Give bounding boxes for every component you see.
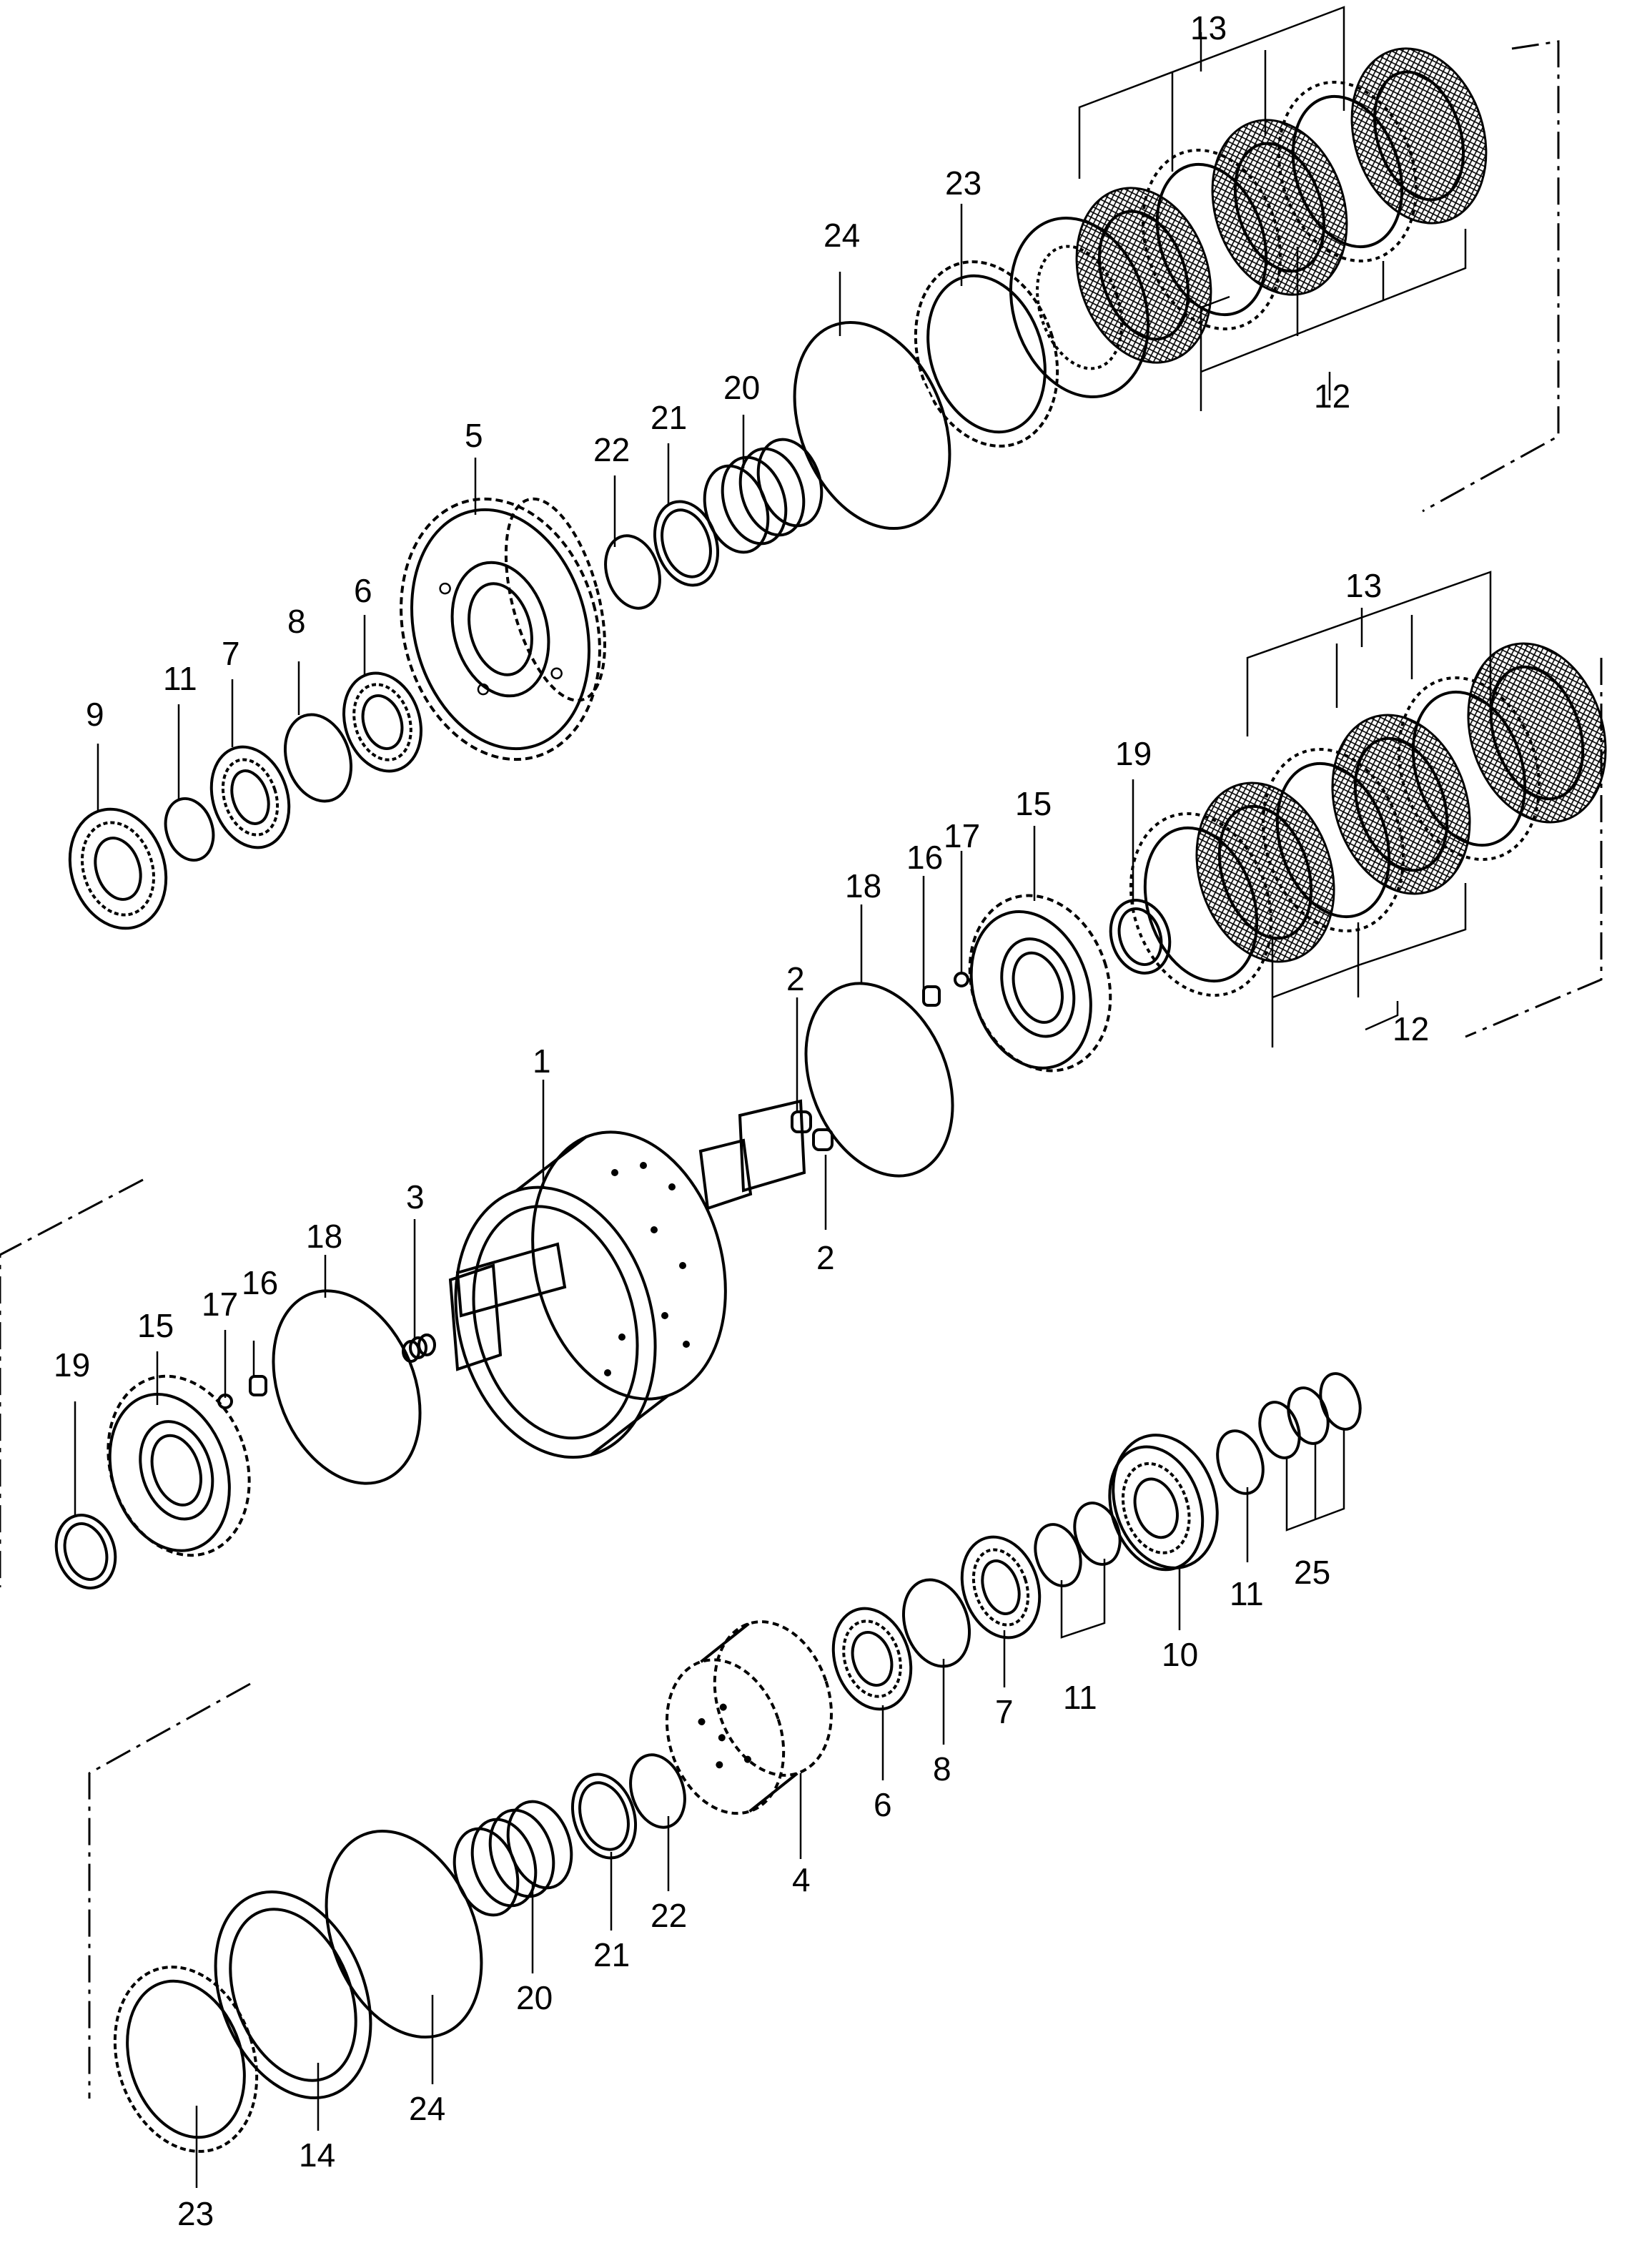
washer-19-middle — [1109, 899, 1172, 975]
callout-11-right: 11 — [1230, 1575, 1264, 1612]
plug-16-middle — [922, 985, 941, 1007]
callout-23-lower: 23 — [177, 2195, 214, 2232]
callout-10: 10 — [1162, 1636, 1198, 1673]
snap-ring-22-upper — [604, 534, 661, 610]
callout-2-lower: 2 — [816, 1239, 835, 1276]
snap-ring-11-right — [1216, 1429, 1265, 1495]
section-line-upper — [1422, 40, 1560, 513]
washer-19-lower — [54, 1514, 117, 1589]
callout-7-lower: 7 — [995, 1693, 1014, 1730]
callout-11-upper: 11 — [163, 660, 197, 697]
callout-22-upper: 22 — [593, 431, 630, 468]
callout-21-upper: 21 — [651, 399, 687, 436]
callout-labels: 13 23 24 20 21 22 5 12 6 8 7 11 9 13 19 … — [54, 9, 1429, 2232]
bearing-7-upper — [209, 745, 291, 849]
callout-24-lower: 24 — [409, 2090, 445, 2127]
callout-19-lower: 19 — [54, 1346, 90, 1384]
callout-18-lower: 18 — [306, 1218, 342, 1255]
plug-2-lower — [812, 1128, 834, 1151]
callout-23-upper: 23 — [945, 164, 981, 202]
bearing-7-lower — [960, 1535, 1042, 1640]
dish-plate-14 — [214, 1890, 372, 2100]
callout-14: 14 — [299, 2136, 335, 2174]
callout-13-middle: 13 — [1345, 567, 1382, 604]
callout-4: 4 — [792, 1861, 811, 1898]
callout-18-upper: 18 — [845, 867, 881, 904]
callout-3: 3 — [406, 1178, 425, 1216]
snap-ring-8-upper — [283, 713, 353, 803]
callout-9: 9 — [86, 696, 104, 733]
bearing-6-upper — [342, 671, 422, 773]
callout-17-lower: 17 — [202, 1286, 238, 1323]
callout-12-middle: 12 — [1393, 1010, 1429, 1047]
piston-15-lower — [107, 1374, 251, 1557]
snap-ring-11-upper — [164, 797, 215, 862]
callout-25: 25 — [1294, 1554, 1330, 1591]
callout-12-upper: 12 — [1314, 378, 1350, 415]
snap-rings-11-pair — [1034, 1502, 1122, 1587]
callout-19-upper: 19 — [1115, 735, 1152, 772]
bearing-10 — [1108, 1434, 1219, 1572]
snap-ring-18-middle — [804, 982, 954, 1178]
return-spring-upper — [703, 438, 824, 554]
clutch-pack-middle — [1129, 642, 1607, 997]
callout-2-upper: 2 — [786, 960, 805, 997]
snap-ring-22-lower — [629, 1753, 686, 1829]
bearing-6-lower — [831, 1607, 913, 1711]
leader-lines — [74, 6, 1492, 2188]
callout-22-lower: 22 — [651, 1897, 687, 1934]
section-line-middle-left — [0, 1178, 144, 1587]
piston-15-middle — [968, 894, 1112, 1073]
callout-20-upper: 20 — [723, 369, 760, 406]
snap-ring-large-lower — [325, 1829, 483, 2039]
snap-ring-8-lower — [901, 1578, 971, 1668]
thrust-washers-25 — [1258, 1372, 1362, 1459]
washer-21-lower — [570, 1773, 638, 1860]
callout-16-upper: 16 — [906, 839, 943, 876]
callout-15-lower: 15 — [137, 1307, 174, 1344]
reaction-ring-gear-lower — [113, 1966, 259, 2153]
ball-17-middle — [954, 972, 969, 987]
callout-21-lower: 21 — [593, 1936, 630, 1973]
clutch-pack-upper — [1009, 47, 1488, 399]
callout-5: 5 — [465, 417, 483, 454]
callout-16-lower: 16 — [242, 1264, 278, 1301]
washer-21-upper — [653, 500, 720, 587]
callout-11-pair: 11 — [1063, 1679, 1097, 1716]
section-line-middle-right — [1465, 658, 1603, 1038]
callout-13-upper: 13 — [1190, 9, 1227, 46]
callout-1: 1 — [533, 1042, 551, 1080]
section-line-lower — [88, 1682, 251, 2099]
callout-6-upper: 6 — [354, 572, 372, 609]
bearing-9 — [68, 807, 168, 930]
callout-20-lower: 20 — [516, 1979, 553, 2016]
callout-6-lower: 6 — [874, 1786, 892, 1823]
callout-24-upper: 24 — [824, 217, 860, 254]
sun-gear-4 — [665, 1620, 833, 1815]
plug-16-lower — [249, 1375, 267, 1396]
callout-8-lower: 8 — [933, 1750, 951, 1788]
callout-15-upper: 15 — [1015, 785, 1052, 822]
callout-17-upper: 17 — [944, 817, 980, 854]
snap-ring-large-upper — [793, 320, 951, 531]
callout-8-upper: 8 — [287, 603, 306, 640]
drive-gear-5 — [400, 497, 606, 761]
clutch-drum-1 — [448, 1099, 806, 1459]
snap-ring-18-lower — [272, 1289, 422, 1485]
callout-7-upper: 7 — [222, 635, 240, 672]
return-spring-lower — [453, 1800, 573, 1917]
